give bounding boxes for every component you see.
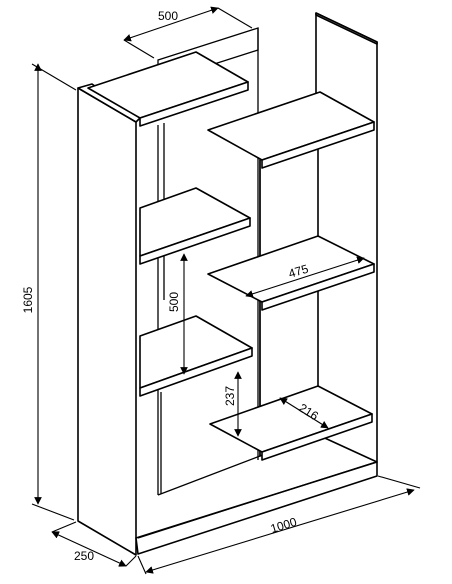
dimension-shelf-gap-large: 500 bbox=[167, 253, 188, 375]
dimension-label-height-total: 1605 bbox=[21, 286, 35, 313]
dimension-label-shelf-gap-large: 500 bbox=[167, 292, 181, 312]
dimension-depth-top: 500 bbox=[123, 6, 253, 59]
shelf-mid-left bbox=[139, 187, 251, 265]
dimension-label-depth-top: 500 bbox=[158, 9, 178, 23]
dimension-label-depth-base: 250 bbox=[74, 549, 94, 563]
dimension-label-shelf-gap-small: 237 bbox=[223, 386, 237, 406]
left-side-panel bbox=[77, 83, 141, 556]
dimension-shelf-gap-small: 237 bbox=[223, 371, 242, 437]
dimension-label-width-total: 1000 bbox=[269, 515, 299, 536]
shelf-top-left bbox=[87, 51, 249, 127]
base-plinth bbox=[135, 455, 378, 555]
shelf-low-left bbox=[139, 315, 253, 397]
shelf-top-right bbox=[207, 91, 375, 169]
dimension-label-shelf-width: 475 bbox=[287, 262, 311, 281]
dimension-depth-base: 250 bbox=[51, 521, 137, 567]
dimension-height-total: 1605 bbox=[21, 63, 77, 521]
dimension-shelf-width: 475 bbox=[245, 256, 365, 298]
